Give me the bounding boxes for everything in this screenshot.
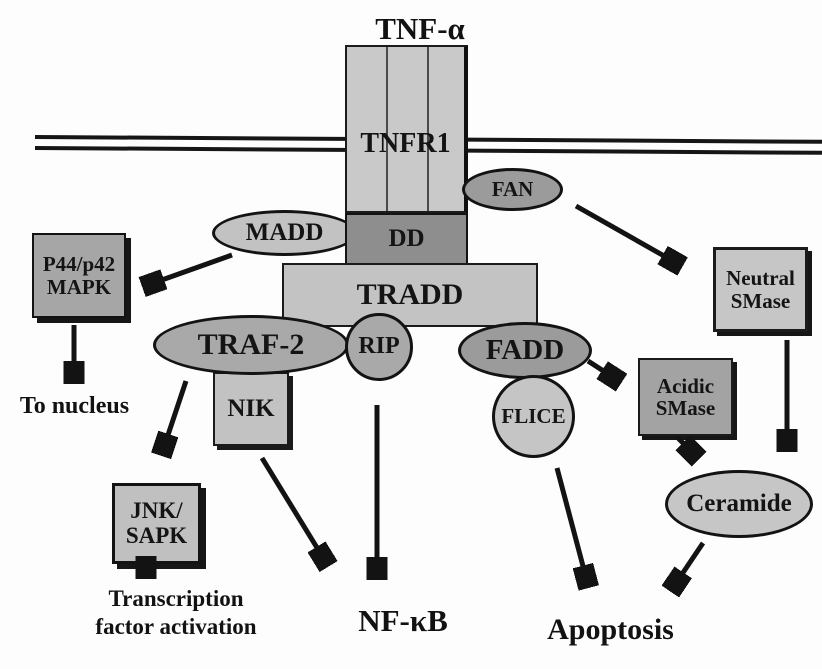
node-tnfr1: TNFR1 — [345, 45, 468, 213]
arrow-ceramide-to-apoptosis — [672, 541, 706, 589]
node-fadd-label: FADD — [485, 334, 565, 367]
node-p44-p42-mapk: P44/p42 MAPK — [32, 233, 126, 318]
node-madd-label: MADD — [245, 218, 324, 246]
node-tnfr1-label: TNFR1 — [360, 128, 451, 160]
node-fan: FAN — [462, 168, 563, 211]
node-jnk-sapk-label-line2: SAPK — [125, 522, 188, 548]
node-neutral-smase: Neutral SMase — [713, 247, 808, 332]
node-acidic-smase-label-line1: Acidic — [656, 373, 715, 398]
node-traf2: TRAF-2 — [153, 315, 349, 375]
node-acidic-smase-label-line2: SMase — [655, 396, 716, 420]
node-fan-label: FAN — [491, 177, 534, 202]
node-acidic-smase: Acidic SMase — [638, 358, 733, 436]
outcome-transcription-line2: factor activation — [95, 614, 257, 640]
outcome-apoptosis: Apoptosis — [547, 613, 674, 646]
node-ceramide-label: Ceramide — [686, 489, 792, 517]
node-nik-label: NIK — [227, 394, 275, 422]
node-jnk-sapk-label-line1: JNK/ — [130, 498, 183, 524]
receptor-subunit-divider — [427, 47, 429, 211]
node-neutral-smase-label-line2: SMase — [730, 288, 791, 313]
node-rip-label: RIP — [358, 333, 400, 360]
node-dd: DD — [345, 213, 468, 265]
node-traf2-label: TRAF-2 — [197, 328, 305, 362]
arrow-flice-to-apoptosis — [554, 467, 588, 585]
node-p44-p42-mapk-label-line2: MAPK — [46, 274, 112, 299]
outcome-to-nucleus: To nucleus — [19, 393, 130, 419]
node-flice: FLICE — [492, 375, 575, 458]
diagram-title: TNF-α — [375, 11, 465, 46]
arrow-fadd-to-acidic-smase — [586, 358, 619, 381]
arrow-traf2-to-jnk — [162, 380, 189, 453]
node-madd: MADD — [212, 210, 357, 256]
node-dd-label: DD — [388, 224, 425, 252]
node-nik: NIK — [213, 372, 289, 446]
node-neutral-smase-label-line1: Neutral — [726, 266, 795, 291]
node-ceramide: Ceramide — [665, 470, 813, 538]
node-jnk-sapk: JNK/ SAPK — [112, 483, 201, 564]
node-flice-label: FLICE — [501, 404, 566, 429]
receptor-subunit-divider — [386, 47, 388, 211]
node-tradd-label: TRADD — [356, 278, 464, 312]
outcome-transcription-line1: Transcription — [108, 586, 244, 611]
arrow-nik-to-nfkb — [259, 456, 327, 564]
node-rip: RIP — [345, 313, 413, 381]
node-p44-p42-mapk-label-line1: P44/p42 — [42, 252, 116, 277]
outcome-transcription-factor-activation: Transcription factor activation — [48, 585, 304, 641]
arrow-fan-to-neutral-smase — [574, 203, 680, 265]
node-tradd: TRADD — [282, 263, 538, 327]
arrow-madd-to-mapk — [145, 252, 233, 286]
arrow-acidic-smase-to-ceramide — [675, 435, 697, 457]
outcome-nfkb: NF-κB — [358, 603, 448, 638]
node-fadd: FADD — [458, 322, 592, 379]
